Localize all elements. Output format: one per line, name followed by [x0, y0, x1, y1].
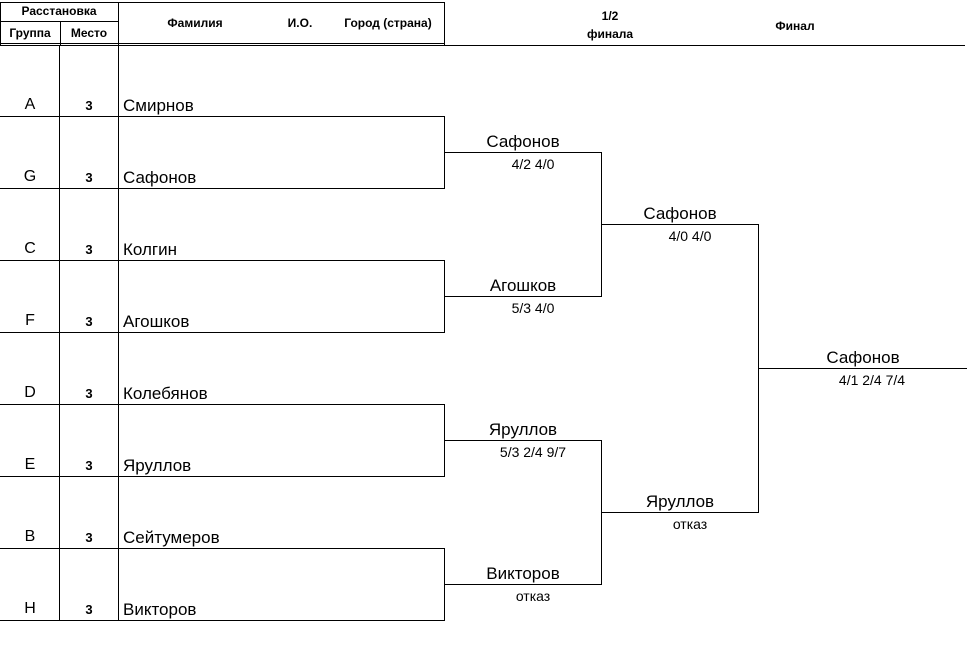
final-score: 4/1 2/4 7/4	[838, 372, 906, 388]
player-group: F	[25, 312, 35, 329]
player-name: Яруллов	[123, 456, 192, 475]
player-name: Смирнов	[123, 96, 194, 115]
header-city: Город (страна)	[344, 16, 432, 30]
player-group: A	[24, 96, 36, 113]
semifinal-winner: Яруллов	[645, 492, 715, 511]
final-winner: Сафонов	[826, 348, 900, 367]
player-group: D	[24, 384, 36, 401]
header-semifinal-line1: 1/2	[601, 9, 619, 23]
header-place: Место	[70, 26, 108, 40]
round1-winner: Сафонов	[486, 132, 560, 151]
player-name: Колгин	[123, 240, 177, 259]
round1-winner: Викторов	[486, 564, 560, 583]
player-name: Сафонов	[123, 168, 197, 187]
round1-score: 5/3 2/4 9/7	[499, 444, 567, 460]
player-group: H	[24, 600, 36, 617]
semifinal-score: 4/0 4/0	[668, 228, 712, 244]
round1-score: отказ	[515, 588, 551, 604]
player-group: C	[24, 240, 36, 257]
round1-score: 5/3 4/0	[511, 300, 555, 316]
player-group: E	[24, 456, 36, 473]
header-surname: Фамилия	[167, 16, 223, 30]
player-group: B	[24, 528, 36, 545]
semifinal-winner: Сафонов	[643, 204, 717, 223]
round1-score: 4/2 4/0	[511, 156, 555, 172]
semifinal-score: отказ	[672, 516, 708, 532]
round1-winner: Агошков	[489, 276, 557, 295]
player-place: 3	[85, 242, 93, 257]
player-name: Колебянов	[123, 384, 208, 403]
header-semifinal-line2: финала	[586, 27, 634, 41]
player-name: Викторов	[123, 600, 197, 619]
player-place: 3	[85, 530, 93, 545]
player-name: Сейтумеров	[123, 528, 220, 547]
player-place: 3	[85, 314, 93, 329]
player-place: 3	[85, 170, 93, 185]
player-place: 3	[85, 602, 93, 617]
player-group: G	[23, 168, 37, 185]
player-place: 3	[85, 458, 93, 473]
player-place: 3	[85, 386, 93, 401]
round1-winner: Яруллов	[488, 420, 558, 439]
player-name: Агошков	[123, 312, 190, 331]
header-final: Финал	[775, 19, 815, 33]
header-initials: И.О.	[287, 16, 313, 30]
header-placement: Расстановка	[21, 4, 97, 18]
player-place: 3	[85, 98, 93, 113]
header-group: Группа	[9, 26, 51, 40]
